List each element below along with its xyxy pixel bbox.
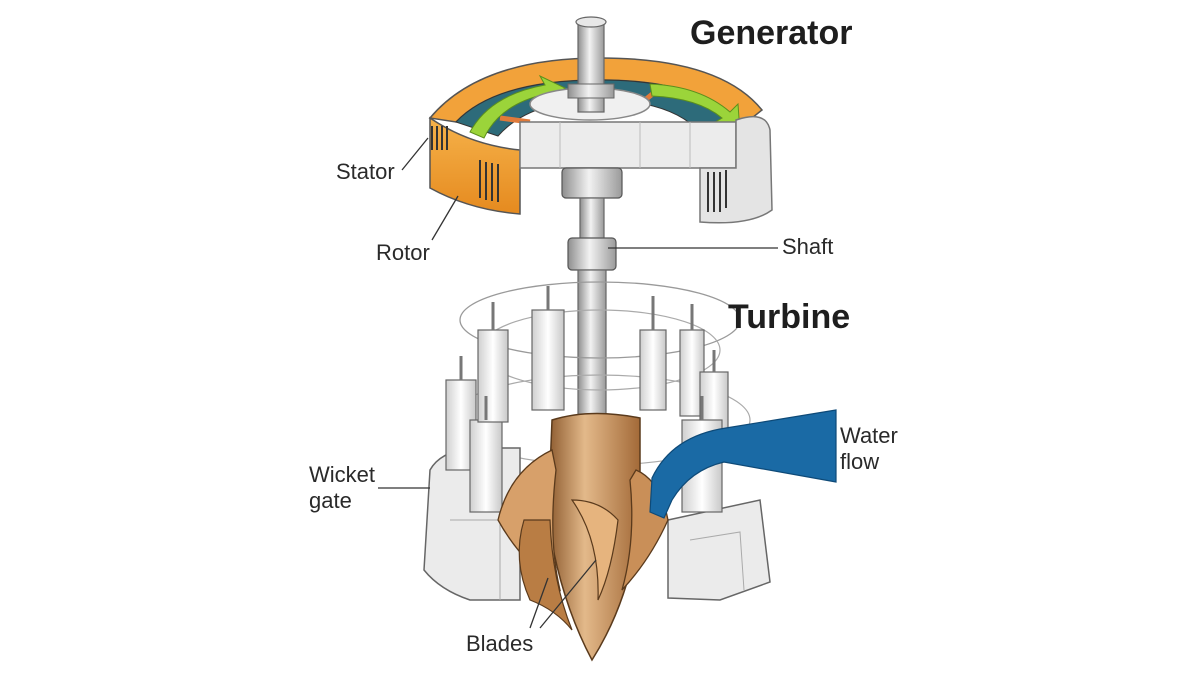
rotor-leader-line — [431, 195, 459, 241]
wicket-gate-label-line2: gate — [309, 488, 352, 513]
water-flow-arrow-icon — [649, 409, 837, 519]
shaft-label: Shaft — [782, 234, 834, 259]
generator-assembly — [428, 16, 773, 224]
generator-heading: Generator — [690, 14, 853, 52]
stator-shell-right — [699, 115, 773, 224]
stator-label: Stator — [336, 159, 395, 184]
stator-core-block — [519, 121, 737, 169]
turbine-blade-left-lower — [518, 519, 573, 631]
wicket-gate-label-line1: Wicket — [309, 462, 375, 487]
turbine-assembly — [423, 281, 837, 662]
water-flow-label-line1: Water — [840, 423, 898, 448]
water-flow-label-line2: flow — [840, 449, 880, 474]
main-shaft — [567, 197, 617, 436]
blades-label: Blades — [466, 631, 534, 656]
rotor-label: Rotor — [376, 240, 430, 265]
wicket-gate-label: Wicket gate — [309, 462, 375, 514]
blades-leader-line-1 — [529, 577, 549, 629]
stator-leader-line — [401, 137, 429, 171]
stator-winding-right — [707, 170, 727, 212]
shaft-coupling-upper — [561, 167, 623, 199]
stator-winding-left — [431, 126, 499, 202]
turbine-heading: Turbine — [728, 298, 851, 336]
wicket-gate-ring-top — [459, 281, 741, 359]
turbine-housing-right — [667, 499, 771, 601]
blades-leader-line-2 — [539, 559, 597, 629]
leader-lines — [378, 137, 778, 629]
wicket-gate-stems — [459, 286, 716, 420]
shaft-coupling-lower — [567, 237, 617, 271]
stator-core-segments — [559, 122, 691, 168]
turbine-blade-front — [570, 499, 619, 601]
water-flow-label: Water flow — [840, 423, 898, 475]
